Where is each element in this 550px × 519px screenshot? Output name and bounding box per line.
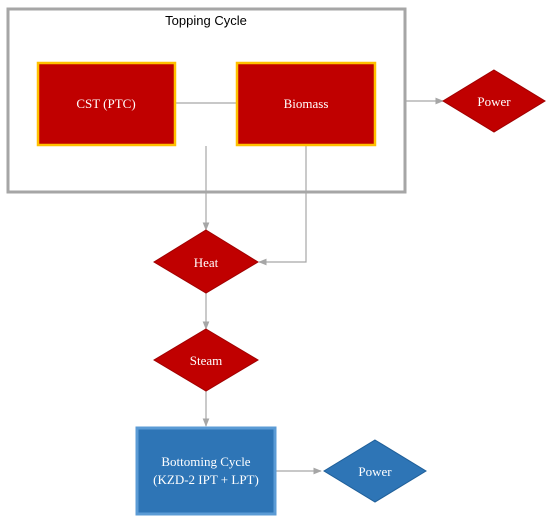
power-top-label: Power: [477, 94, 511, 109]
power-bottom-node[interactable]: Power: [323, 439, 427, 503]
cst-ptc-label: CST (PTC): [76, 96, 135, 111]
power-top-node[interactable]: Power: [442, 69, 546, 133]
cst-ptc-node[interactable]: CST (PTC): [36, 61, 177, 147]
power-bottom-diamond: [323, 439, 427, 503]
power-bottom-label: Power: [358, 464, 392, 479]
topping-cycle-title: Topping Cycle: [165, 13, 247, 28]
cst-ptc-box: [36, 61, 177, 147]
bottoming-cycle-node[interactable]: Bottoming Cycle (KZD-2 IPT + LPT): [135, 426, 277, 516]
steam-node[interactable]: Steam: [153, 328, 259, 392]
connector-biomass-heat: [258, 146, 307, 266]
bottoming-cycle-label-line1: Bottoming Cycle: [161, 454, 250, 469]
steam-label: Steam: [190, 353, 223, 368]
heat-node[interactable]: Heat: [153, 229, 259, 294]
heat-label: Heat: [194, 255, 219, 270]
steam-diamond: [153, 328, 259, 392]
biomass-label: Biomass: [284, 96, 329, 111]
power-top-diamond: [442, 69, 546, 133]
bottoming-cycle-box: [135, 426, 277, 516]
biomass-node[interactable]: Biomass: [235, 61, 377, 147]
bottoming-cycle-label-line2: (KZD-2 IPT + LPT): [153, 472, 259, 487]
heat-diamond: [153, 229, 259, 294]
biomass-box: [235, 61, 377, 147]
